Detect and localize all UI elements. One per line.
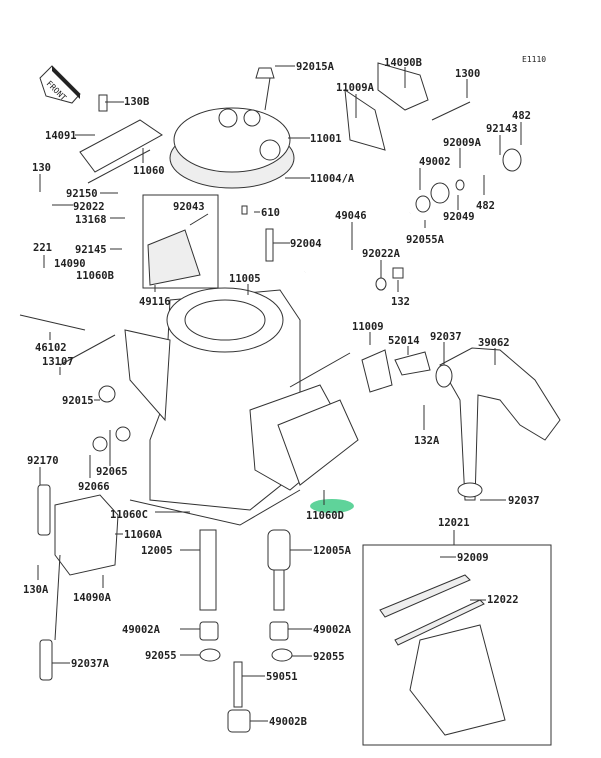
- stud-92004: [265, 228, 274, 262]
- part-label[interactable]: 14090: [54, 258, 86, 270]
- bolt-130b: [98, 94, 108, 112]
- cover-14091: [79, 119, 163, 173]
- part-label[interactable]: 92066: [78, 481, 110, 493]
- highlight-marker: [310, 499, 354, 513]
- part-label[interactable]: 92055: [313, 651, 345, 663]
- part-label[interactable]: 92143: [486, 123, 518, 135]
- part-label[interactable]: 92022: [73, 201, 105, 213]
- part-label[interactable]: 482: [512, 110, 531, 122]
- part-label[interactable]: 92009A: [443, 137, 482, 149]
- leader-lines: [37, 65, 522, 722]
- part-label[interactable]: 14090A: [73, 592, 112, 604]
- part-label[interactable]: 14091: [45, 130, 77, 142]
- part-label[interactable]: 92055: [145, 650, 177, 662]
- part-label[interactable]: 11005: [229, 273, 261, 285]
- part-label[interactable]: 49002: [419, 156, 451, 168]
- part-label[interactable]: 39062: [478, 337, 510, 349]
- part-labels: E1110 92015A 14090B 11009A 1300 130B 110…: [23, 55, 546, 728]
- part-label[interactable]: 1300: [455, 68, 480, 80]
- hose-39062: [439, 347, 561, 501]
- part-label[interactable]: 610: [261, 207, 280, 219]
- part-label[interactable]: 49002B: [269, 716, 307, 728]
- part-label[interactable]: 11060D: [306, 510, 344, 522]
- part-label[interactable]: 92037: [508, 495, 540, 507]
- reed-valve-box: [362, 544, 552, 746]
- cover-14090A: [54, 494, 119, 576]
- part-label[interactable]: 92065: [96, 466, 128, 478]
- part-label[interactable]: 49002A: [122, 624, 161, 636]
- gasket-11009A: [344, 88, 386, 151]
- part-label[interactable]: 92004: [290, 238, 322, 250]
- diagram-code: E1110: [522, 55, 546, 64]
- valve-12005A: [267, 529, 291, 571]
- part-label[interactable]: 49046: [335, 210, 367, 222]
- part-label[interactable]: 92170: [27, 455, 59, 467]
- part-label[interactable]: 130B: [124, 96, 149, 108]
- part-label[interactable]: 92015A: [296, 61, 335, 73]
- part-label[interactable]: 221: [33, 242, 52, 254]
- part-label[interactable]: 92150: [66, 188, 98, 200]
- part-label[interactable]: 12005A: [313, 545, 352, 557]
- part-label[interactable]: 92009: [457, 552, 489, 564]
- front-arrow-icon: FRONT: [39, 65, 81, 104]
- part-label[interactable]: 11060B: [76, 270, 114, 282]
- part-label[interactable]: 132A: [414, 435, 440, 447]
- part-label[interactable]: 92037: [430, 331, 462, 343]
- valve-12005: [199, 529, 217, 611]
- valve-49116: [147, 229, 201, 286]
- part-label[interactable]: 46102: [35, 342, 67, 354]
- part-label[interactable]: 49116: [139, 296, 171, 308]
- part-label[interactable]: 14090B: [384, 57, 422, 69]
- part-label[interactable]: 92145: [75, 244, 107, 256]
- part-label[interactable]: 92037A: [71, 658, 110, 670]
- part-label[interactable]: 482: [476, 200, 495, 212]
- part-label[interactable]: 12021: [438, 517, 470, 529]
- part-label[interactable]: 11009: [352, 321, 384, 333]
- part-label[interactable]: 130A: [23, 584, 49, 596]
- part-label[interactable]: 13107: [42, 356, 74, 368]
- part-label[interactable]: 92022A: [362, 248, 401, 260]
- part-label[interactable]: 11004/A: [310, 173, 355, 185]
- part-label[interactable]: 12022: [487, 594, 519, 606]
- part-label[interactable]: 11060: [133, 165, 165, 177]
- part-label[interactable]: 130: [32, 162, 51, 174]
- part-label[interactable]: 59051: [266, 671, 298, 683]
- part-label[interactable]: 92015: [62, 395, 94, 407]
- part-label[interactable]: 132: [391, 296, 410, 308]
- part-label[interactable]: 13168: [75, 214, 107, 226]
- part-label[interactable]: 11009A: [336, 82, 375, 94]
- part-label[interactable]: 92043: [173, 201, 205, 213]
- intake-gasket[interactable]: [249, 384, 359, 491]
- part-label[interactable]: 12005: [141, 545, 173, 557]
- part-label[interactable]: 11001: [310, 133, 342, 145]
- part-label[interactable]: 92049: [443, 211, 475, 223]
- cover-14090B: [377, 62, 429, 111]
- part-label[interactable]: 11060C: [110, 509, 148, 521]
- part-label[interactable]: 49002A: [313, 624, 352, 636]
- part-label[interactable]: 52014: [388, 335, 420, 347]
- cylinder-head[interactable]: [169, 67, 295, 189]
- part-label[interactable]: 92055A: [406, 234, 445, 246]
- part-label[interactable]: 11060A: [124, 529, 163, 541]
